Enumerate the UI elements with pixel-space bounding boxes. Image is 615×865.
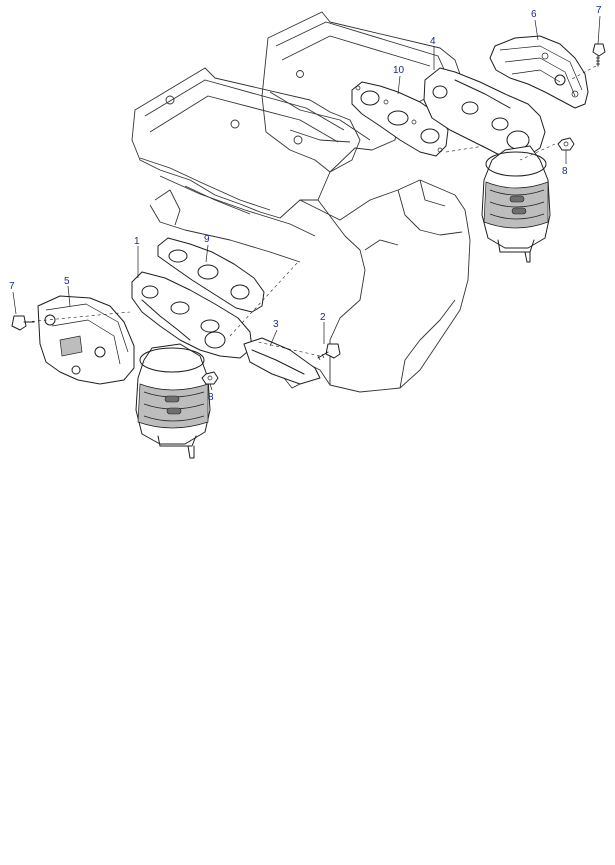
bracket-3 — [243, 337, 321, 389]
front-catalytic-converter — [135, 343, 211, 459]
callout-4: 4 — [430, 36, 436, 47]
leader-lines — [12, 15, 601, 391]
callout-3: 3 — [273, 319, 279, 330]
callout-6: 6 — [531, 9, 537, 20]
front-heat-shield-5 — [37, 295, 135, 385]
callout-7-front: 7 — [9, 281, 15, 292]
rear-manifold-gasket-10 — [351, 81, 449, 157]
rear-catalytic-converter — [481, 145, 551, 263]
callout-5: 5 — [64, 276, 70, 287]
nut-8-front — [201, 371, 219, 385]
callout-2: 2 — [320, 312, 326, 323]
nut-8-rear — [557, 137, 575, 151]
bolt-7-front — [11, 315, 35, 331]
bolt-7-rear — [592, 43, 606, 67]
alignment-lines — [25, 65, 597, 357]
callout-1: 1 — [134, 236, 140, 247]
bolt-2 — [317, 343, 341, 361]
rear-exhaust-manifold-4 — [423, 67, 546, 159]
front-manifold-gasket-9 — [157, 237, 265, 313]
front-exhaust-manifold-1 — [131, 271, 253, 359]
engine-block-outline — [131, 11, 471, 393]
rear-heat-shield-6 — [489, 35, 589, 109]
callout-8-front: 8 — [208, 392, 214, 403]
callout-7-rear: 7 — [596, 5, 602, 16]
callout-10: 10 — [393, 65, 405, 76]
callout-8-rear: 8 — [562, 166, 568, 177]
callout-labels: 1 2 3 4 5 6 7 7 8 8 9 10 — [9, 5, 602, 403]
callout-9: 9 — [204, 234, 210, 245]
